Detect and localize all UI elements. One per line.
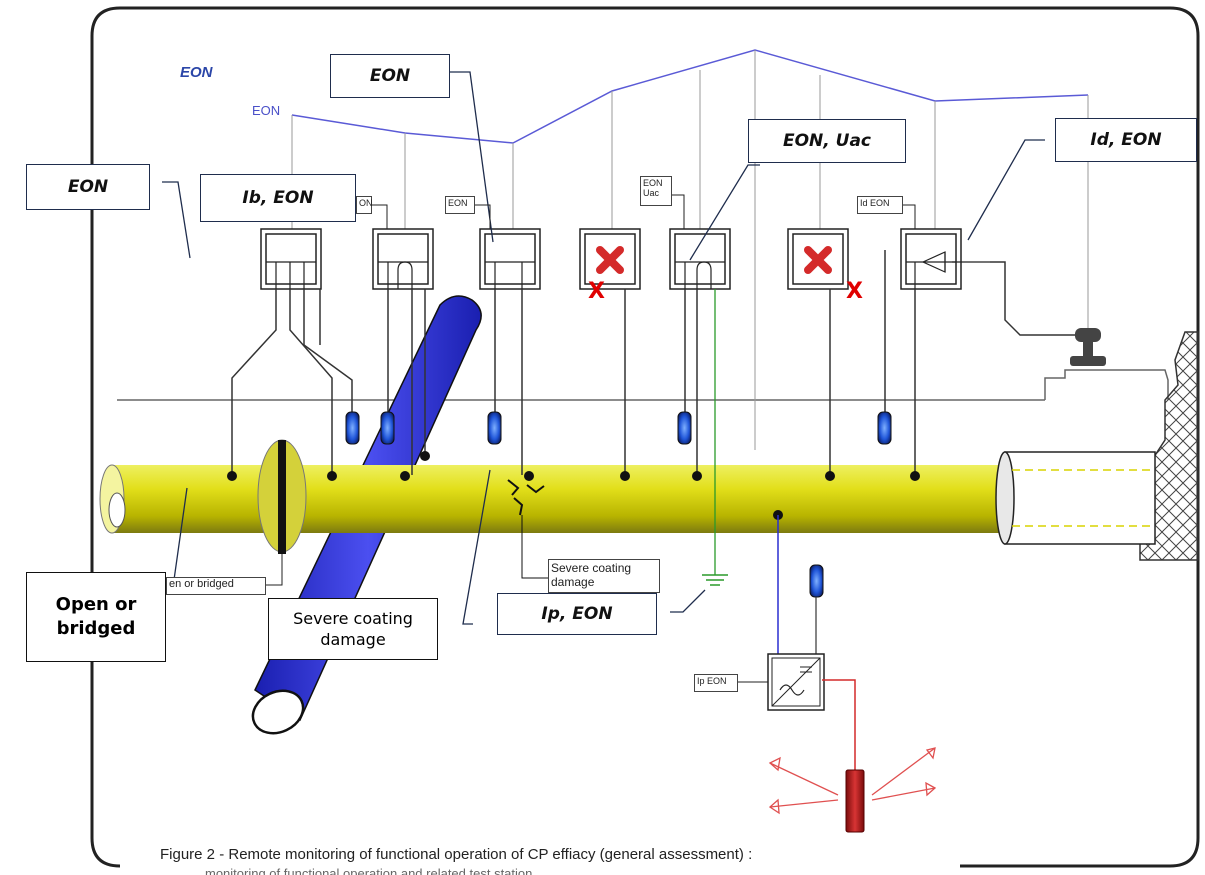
eon-plain-label-1: EON (180, 64, 213, 81)
label-box-severe-damage: Severe coating damage (268, 598, 438, 660)
fault-marker-1: X (588, 279, 605, 304)
label-box-eon-uac: EON, Uac (748, 119, 906, 163)
tag-ip-eon: Ip EON (694, 674, 738, 692)
label-box-open-bridged: Open or bridged (26, 572, 166, 662)
eon-plain-label-2: EON (252, 103, 281, 118)
fault-x-icon (596, 246, 832, 274)
ground-icon (702, 574, 728, 586)
label-box-eon-top: EON (330, 54, 450, 98)
fault-marker-2: X (846, 279, 863, 304)
coating-damage-icon (507, 479, 545, 516)
figure-caption-line2: monitoring of functional operation and r… (205, 866, 533, 875)
label-box-ib-eon: Ib, EON (200, 174, 356, 222)
tag-open-bridged: en or bridged (166, 577, 266, 595)
label-box-id-eon: Id, EON (1055, 118, 1197, 162)
anode-icon (845, 769, 865, 833)
figure-caption: Figure 2 - Remote monitoring of function… (160, 846, 753, 863)
tag-id-eon: Id EON (857, 196, 903, 214)
label-box-ip-eon: Ip, EON (497, 593, 657, 635)
label-box-eon-left: EON (26, 164, 150, 210)
main-pipeline (110, 465, 1005, 533)
frame-border (90, 6, 1200, 868)
casing-pipe (1004, 451, 1156, 545)
current-arrows (768, 747, 937, 815)
rail-clamp-icon (1070, 328, 1106, 366)
tag-eon-1: EON (445, 196, 475, 214)
reference-electrode-icon (345, 411, 892, 598)
tag-eon-2: ON (356, 196, 373, 214)
